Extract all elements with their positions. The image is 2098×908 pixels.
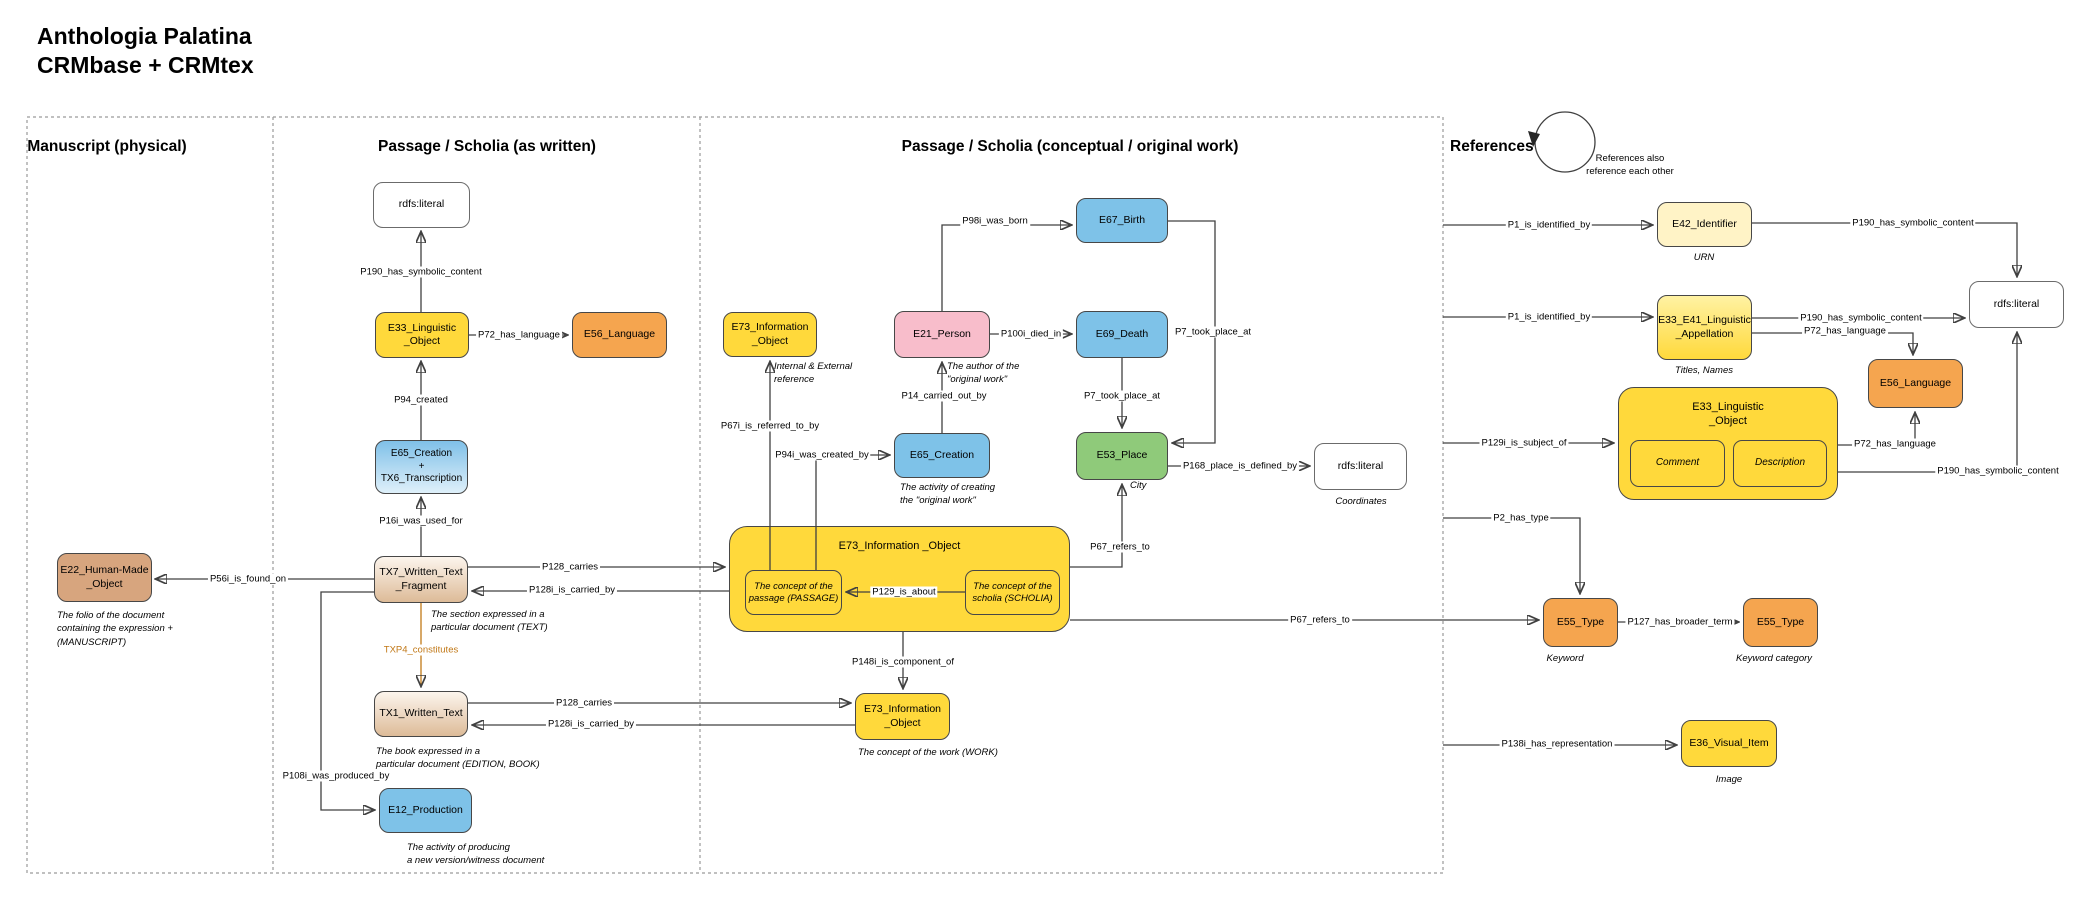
node-concept-scholia[interactable]: The concept of the scholia (SCHOLIA) [965, 570, 1060, 615]
caption-e65-creation: The activity of creating the "original w… [900, 482, 996, 507]
edge-label-p190-e41: P190_has_symbolic_content [1798, 312, 1924, 324]
edge-label-p16i: P16i_was_used_for [377, 515, 465, 527]
references-self-loop-note: References also reference each other [1586, 153, 1674, 177]
edge-label-p190-written: P190_has_symbolic_content [358, 266, 484, 278]
connector-p98i-was-born [941, 225, 1071, 311]
edge-label-p190-big: P190_has_symbolic_content [1935, 465, 2061, 477]
node-e21-person[interactable]: E21_Person [894, 311, 990, 358]
caption-e55-category: Keyword category [1735, 653, 1813, 664]
edge-label-p148i: P148i_is_component_of [850, 656, 956, 668]
node-e12-production[interactable]: E12_Production [379, 788, 472, 833]
edge-label-p98i: P98i_was_born [960, 215, 1030, 227]
caption-e73-work: The concept of the work (WORK) [858, 747, 998, 758]
edge-label-p128i-tx7: P128i_is_carried_by [526, 584, 618, 596]
edge-label-txp4: TXP4_constitutes [381, 644, 461, 656]
caption-e21-person: The author of the "original work" [947, 361, 1020, 386]
caption-tx7: The section expressed in a particular do… [431, 609, 548, 634]
node-rdfs-literal-written[interactable]: rdfs:literal [373, 182, 470, 228]
caption-rdfs-coordinates: Coordinates [1335, 496, 1387, 507]
node-e73-information-object-reference[interactable]: E73_Information _Object [723, 312, 817, 357]
node-e67-birth[interactable]: E67_Birth [1076, 198, 1168, 243]
caption-e73-reference: Internal & External reference [774, 361, 853, 386]
node-e73-information-object-work[interactable]: E73_Information _Object [855, 693, 950, 740]
node-e65-creation[interactable]: E65_Creation [894, 433, 990, 478]
edge-label-p94i: P94i_was_created_by [773, 449, 871, 461]
caption-e22: The folio of the document containing the… [57, 610, 173, 648]
edge-label-p67i: P67i_is_referred_to_by [718, 420, 822, 432]
node-e53-place[interactable]: E53_Place [1076, 432, 1168, 480]
node-e22-human-made-object[interactable]: E22_Human-Made _Object [57, 553, 152, 602]
caption-e42-urn: URN [1693, 252, 1715, 263]
edge-label-p7-birth: P7_took_place_at [1172, 326, 1254, 338]
caption-e33-e41: Titles, Names [1675, 365, 1733, 376]
node-rdfs-literal-references[interactable]: rdfs:literal [1969, 281, 2064, 328]
node-e42-identifier[interactable]: E42_Identifier [1657, 202, 1752, 247]
edge-label-p72-e41: P72_has_language [1802, 325, 1888, 337]
caption-e36-image: Image [1715, 774, 1743, 785]
edge-label-p128-carries-tx7: P128_carries [540, 561, 600, 573]
connector-p190-e42 [1752, 222, 2017, 276]
node-e55-type-keyword[interactable]: E55_Type [1543, 598, 1618, 647]
edge-label-p67-place: P67_refers_to [1088, 541, 1152, 553]
connector-p2-has-type [1443, 517, 1580, 593]
node-concept-passage[interactable]: The concept of the passage (PASSAGE) [745, 570, 842, 615]
node-description[interactable]: Description [1733, 440, 1827, 487]
node-e33-e41-linguistic-appellation[interactable]: E33_E41_Linguistic _Appellation [1657, 295, 1752, 360]
edge-label-p1-e42: P1_is_identified_by [1505, 219, 1593, 231]
section-frame [26, 116, 1444, 874]
edge-label-p94-created: P94_created [392, 394, 450, 406]
diagram-title: Anthologia Palatina CRMbase + CRMtex [37, 23, 254, 78]
edge-label-p14: P14_carried_out_by [899, 390, 989, 402]
edge-label-p168: P168_place_is_defined_by [1180, 460, 1300, 472]
edge-label-p108i: P108i_was_produced_by [280, 770, 392, 782]
node-e55-type-keyword-category[interactable]: E55_Type [1743, 598, 1818, 647]
edge-label-p190-e42: P190_has_symbolic_content [1850, 217, 1976, 229]
node-e65-creation-tx6-transcription[interactable]: E65_Creation + TX6_Transcription [375, 440, 468, 494]
edge-label-p128-carries-tx1: P128_carries [554, 697, 614, 709]
edge-label-p128i-tx1: P128i_is_carried_by [545, 718, 637, 730]
edge-label-p1-e41: P1_is_identified_by [1505, 311, 1593, 323]
edge-label-p67-keyword: P67_refers_to [1288, 614, 1352, 626]
caption-tx1: The book expressed in a particular docum… [376, 746, 540, 771]
caption-e12: The activity of producing a new version/… [407, 842, 545, 867]
node-comment[interactable]: Comment [1630, 440, 1725, 487]
node-tx7-written-text-fragment[interactable]: TX7_Written_Text _Fragment [374, 556, 468, 603]
node-e56-language-written[interactable]: E56_Language [572, 312, 667, 358]
edge-label-p72-big: P72_has_language [1852, 438, 1938, 450]
edge-label-p127: P127_has_broader_term [1625, 616, 1735, 628]
node-e33-linguistic-object-written[interactable]: E33_Linguistic _Object [375, 312, 469, 358]
edge-label-p138i: P138i_has_representation [1499, 738, 1615, 750]
edge-label-p129-about: P129_is_about [870, 586, 938, 598]
node-rdfs-literal-coordinates[interactable]: rdfs:literal [1314, 443, 1407, 490]
edge-label-p7-death: P7_took_place_at [1081, 390, 1163, 402]
node-e36-visual-item[interactable]: E36_Visual_Item [1681, 720, 1777, 767]
edge-label-p2-type: P2_has_type [1491, 512, 1551, 524]
edge-label-p56i: P56i_is_found_on [207, 573, 289, 585]
section-header-manuscript: Manuscript (physical) [27, 138, 187, 155]
caption-e55-keyword: Keyword [1546, 653, 1584, 664]
connector-p67-refers-to-place [1070, 485, 1122, 568]
node-e56-language-references[interactable]: E56_Language [1868, 359, 1963, 408]
node-tx1-written-text[interactable]: TX1_Written_Text [374, 691, 468, 737]
caption-e53-place: City [1130, 480, 1147, 491]
section-header-references: References [1450, 138, 1534, 155]
edge-label-p129i-subject: P129i_is_subject_of [1479, 437, 1569, 449]
node-e69-death[interactable]: E69_Death [1076, 311, 1168, 358]
edge-label-p72-written: P72_has_language [476, 329, 562, 341]
edge-label-p100i: P100i_died_in [998, 328, 1064, 340]
section-header-as-written: Passage / Scholia (as written) [378, 138, 596, 155]
section-header-conceptual: Passage / Scholia (conceptual / original… [901, 138, 1239, 155]
